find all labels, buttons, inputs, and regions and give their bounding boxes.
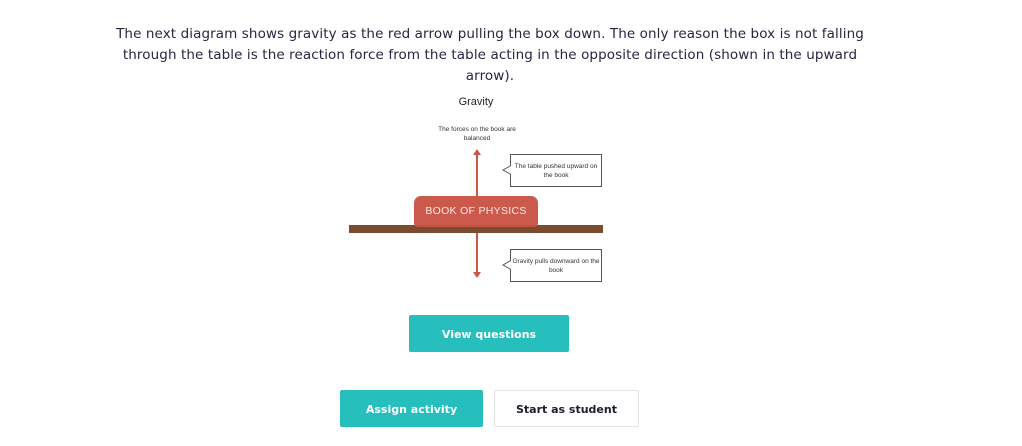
gravity-arrow-head [473,272,481,278]
gravity-arrow [476,233,478,274]
callout-gravity-pull: Gravity pulls downward on the book [502,249,602,282]
intro-paragraph: The next diagram shows gravity as the re… [116,26,864,84]
balanced-forces-note: The forces on the book are balanced [438,126,516,142]
assign-activity-button[interactable]: Assign activity [340,390,483,427]
callout-tail [502,260,511,270]
callout-table-push: The table pushed upward on the book [502,154,602,187]
diagram-title: Gravity [458,96,494,108]
callout-gravity-pull-text: Gravity pulls downward on the book [512,258,600,274]
callout-tail [502,165,511,175]
gravity-diagram: Gravity The forces on the book are balan… [340,92,620,292]
physics-book: BOOK OF PHYSICS [414,196,538,227]
start-as-student-button[interactable]: Start as student [494,390,639,427]
reaction-force-arrow-head [473,149,481,155]
callout-table-push-text: The table pushed upward on the book [514,163,598,179]
table-surface [349,225,603,233]
view-questions-button[interactable]: View questions [409,315,569,352]
book-label: BOOK OF PHYSICS [425,205,527,217]
reaction-force-arrow [476,154,478,196]
